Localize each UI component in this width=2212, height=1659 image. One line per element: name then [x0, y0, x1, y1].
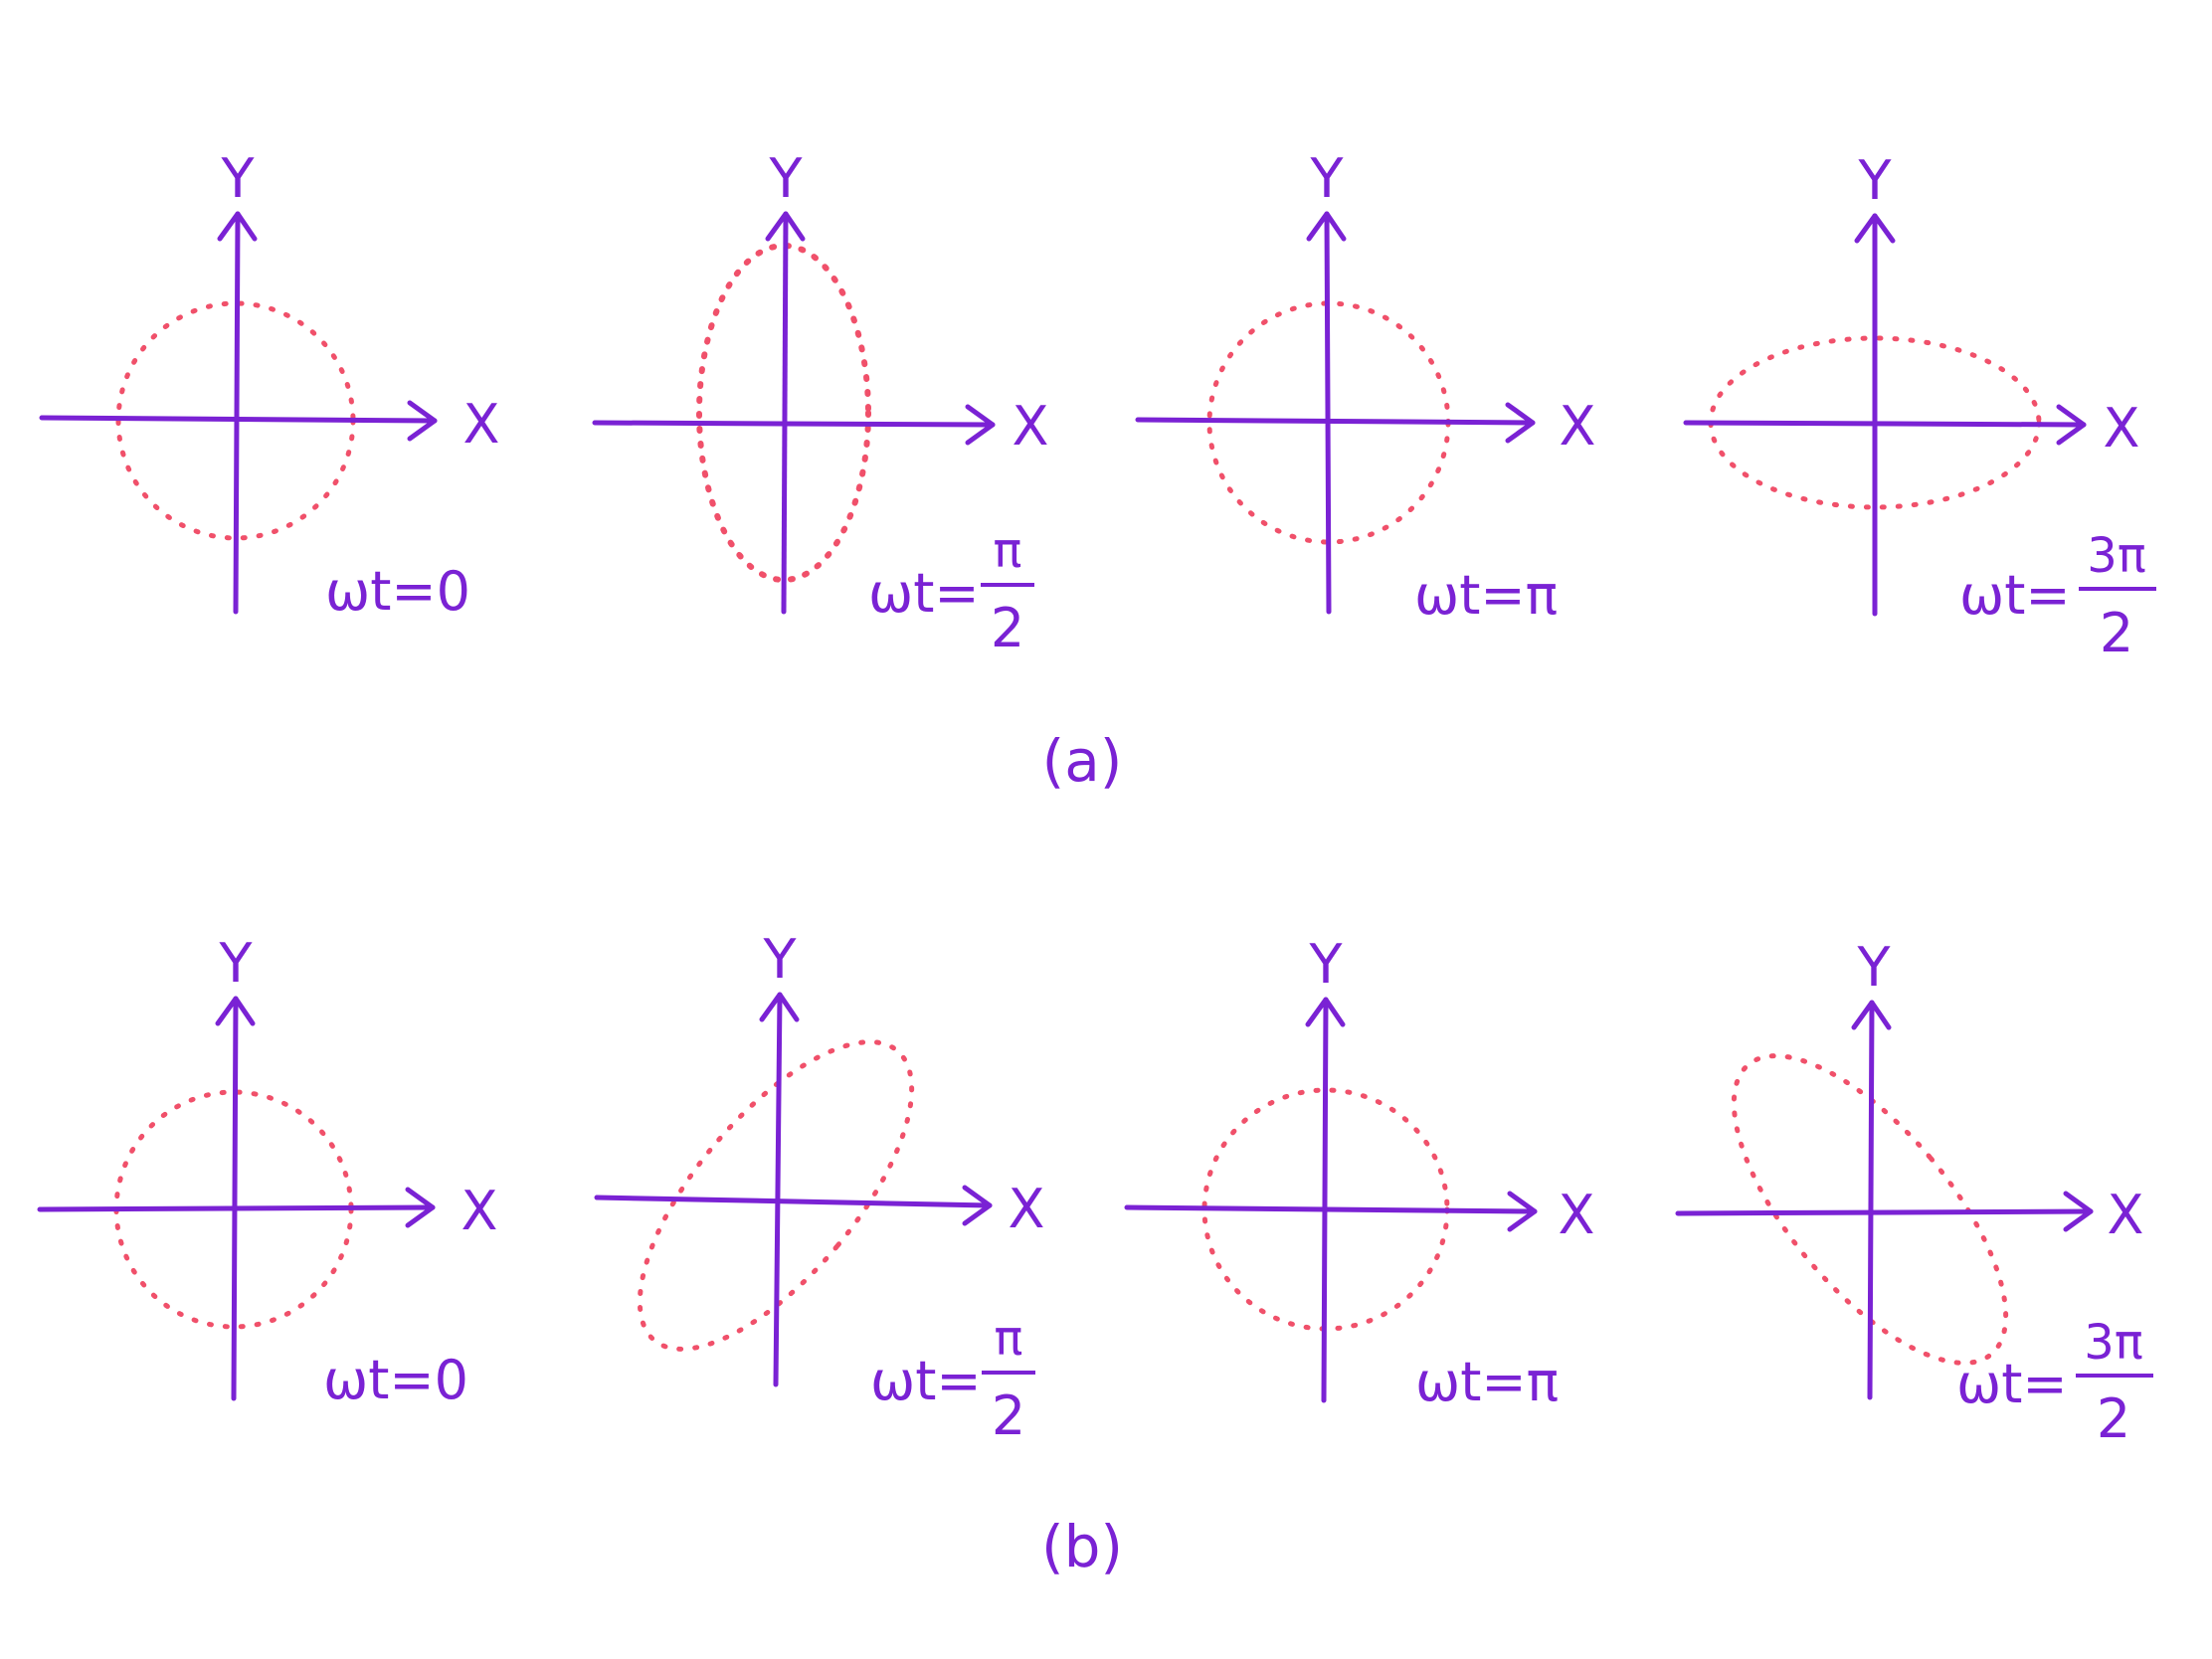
panel-b2: X Y ωt= π 2 — [594, 928, 1045, 1447]
time-label-numerator: π — [994, 523, 1022, 579]
x-axis-label: X — [2104, 397, 2140, 460]
y-axis-arrowhead — [759, 992, 800, 1022]
y-axis-arrowhead — [1306, 211, 1347, 242]
time-label: ωt=0 — [325, 560, 470, 623]
y-axis-label: Y — [1857, 936, 1892, 999]
y-axis-label: Y — [219, 932, 254, 995]
time-label: ωt=π — [1415, 1351, 1559, 1413]
time-label-denominator: 2 — [2100, 602, 2133, 664]
y-axis-label: Y — [221, 147, 256, 210]
row-label-b: (b) — [1041, 1513, 1123, 1580]
y-axis — [231, 996, 239, 1401]
time-label-prefix: ωt= — [1956, 1353, 2068, 1415]
time-label: ωt=π — [1414, 564, 1558, 627]
x-axis-arrowhead — [405, 1187, 436, 1228]
row-b: X Y ωt=0 X Y ωt= π 2 X — [37, 928, 2153, 1580]
x-axis-arrowhead — [1505, 402, 1536, 444]
x-axis — [1675, 1208, 2094, 1216]
row-label-a: (a) — [1042, 727, 1123, 795]
x-axis-arrowhead — [2056, 404, 2087, 446]
time-label-prefix: ωt= — [868, 562, 980, 625]
x-axis — [594, 1195, 993, 1208]
panel-a1: X Y ωt=0 — [39, 147, 500, 623]
panel-a4: X Y ωt= 3π 2 — [1683, 149, 2156, 664]
x-axis-label: X — [461, 1180, 498, 1242]
y-axis-label: Y — [769, 147, 804, 210]
x-axis-arrowhead — [2063, 1191, 2094, 1232]
y-axis — [233, 211, 241, 615]
x-axis — [1124, 1204, 1538, 1214]
time-label-numerator: 3π — [2087, 528, 2145, 584]
row-a: X Y ωt=0 X Y ωt= π 2 X — [39, 147, 2156, 795]
panel-b4: X Y ωt= 3π 2 — [1675, 936, 2153, 1450]
polarization-curve — [696, 243, 871, 583]
y-axis-arrowhead — [1851, 1000, 1892, 1030]
x-axis — [1683, 420, 2087, 428]
y-axis-arrowhead — [215, 996, 256, 1026]
x-axis-label: X — [463, 393, 500, 456]
time-label-numerator: 3π — [2084, 1315, 2142, 1371]
time-label-prefix: ωt= — [870, 1350, 982, 1412]
y-axis-arrowhead — [217, 211, 258, 242]
panel-a3: X Y ωt=π — [1135, 147, 1596, 627]
y-axis-arrowhead — [1305, 997, 1346, 1027]
time-label-denominator: 2 — [992, 1384, 1025, 1447]
y-axis-label: Y — [1858, 149, 1893, 212]
x-axis — [1135, 417, 1536, 426]
x-axis-label: X — [1560, 395, 1596, 458]
y-axis-label: Y — [1310, 147, 1345, 210]
y-axis — [1867, 1000, 1875, 1400]
time-label-denominator: 2 — [2097, 1387, 2130, 1450]
panel-b1: X Y ωt=0 — [37, 932, 498, 1411]
x-axis-label: X — [1009, 1178, 1045, 1240]
y-axis-label: Y — [763, 928, 798, 991]
polarization-curve — [1731, 1053, 2009, 1366]
y-axis — [781, 211, 789, 615]
x-axis-arrowhead — [962, 1185, 993, 1226]
x-axis — [592, 420, 996, 428]
y-axis — [1321, 997, 1329, 1403]
y-axis-arrowhead — [765, 211, 806, 242]
time-label: ωt=0 — [323, 1349, 468, 1411]
panel-b3: X Y ωt=π — [1124, 933, 1595, 1413]
time-label-denominator: 2 — [991, 597, 1024, 659]
y-axis-label: Y — [1309, 933, 1344, 996]
x-axis-label: X — [1013, 395, 1049, 458]
panel-a2: X Y ωt= π 2 — [592, 147, 1049, 659]
time-label-numerator: π — [995, 1311, 1023, 1367]
x-axis-arrowhead — [965, 404, 996, 446]
x-axis-label: X — [1559, 1184, 1595, 1246]
y-axis — [1324, 211, 1332, 615]
x-axis-arrowhead — [1507, 1191, 1538, 1232]
y-axis — [773, 992, 783, 1387]
time-label-prefix: ωt= — [1959, 564, 2071, 627]
y-axis-arrowhead — [1854, 213, 1896, 244]
polarization-curve — [637, 1039, 915, 1352]
x-axis-arrowhead — [407, 400, 438, 442]
x-axis-label: X — [2108, 1184, 2144, 1246]
